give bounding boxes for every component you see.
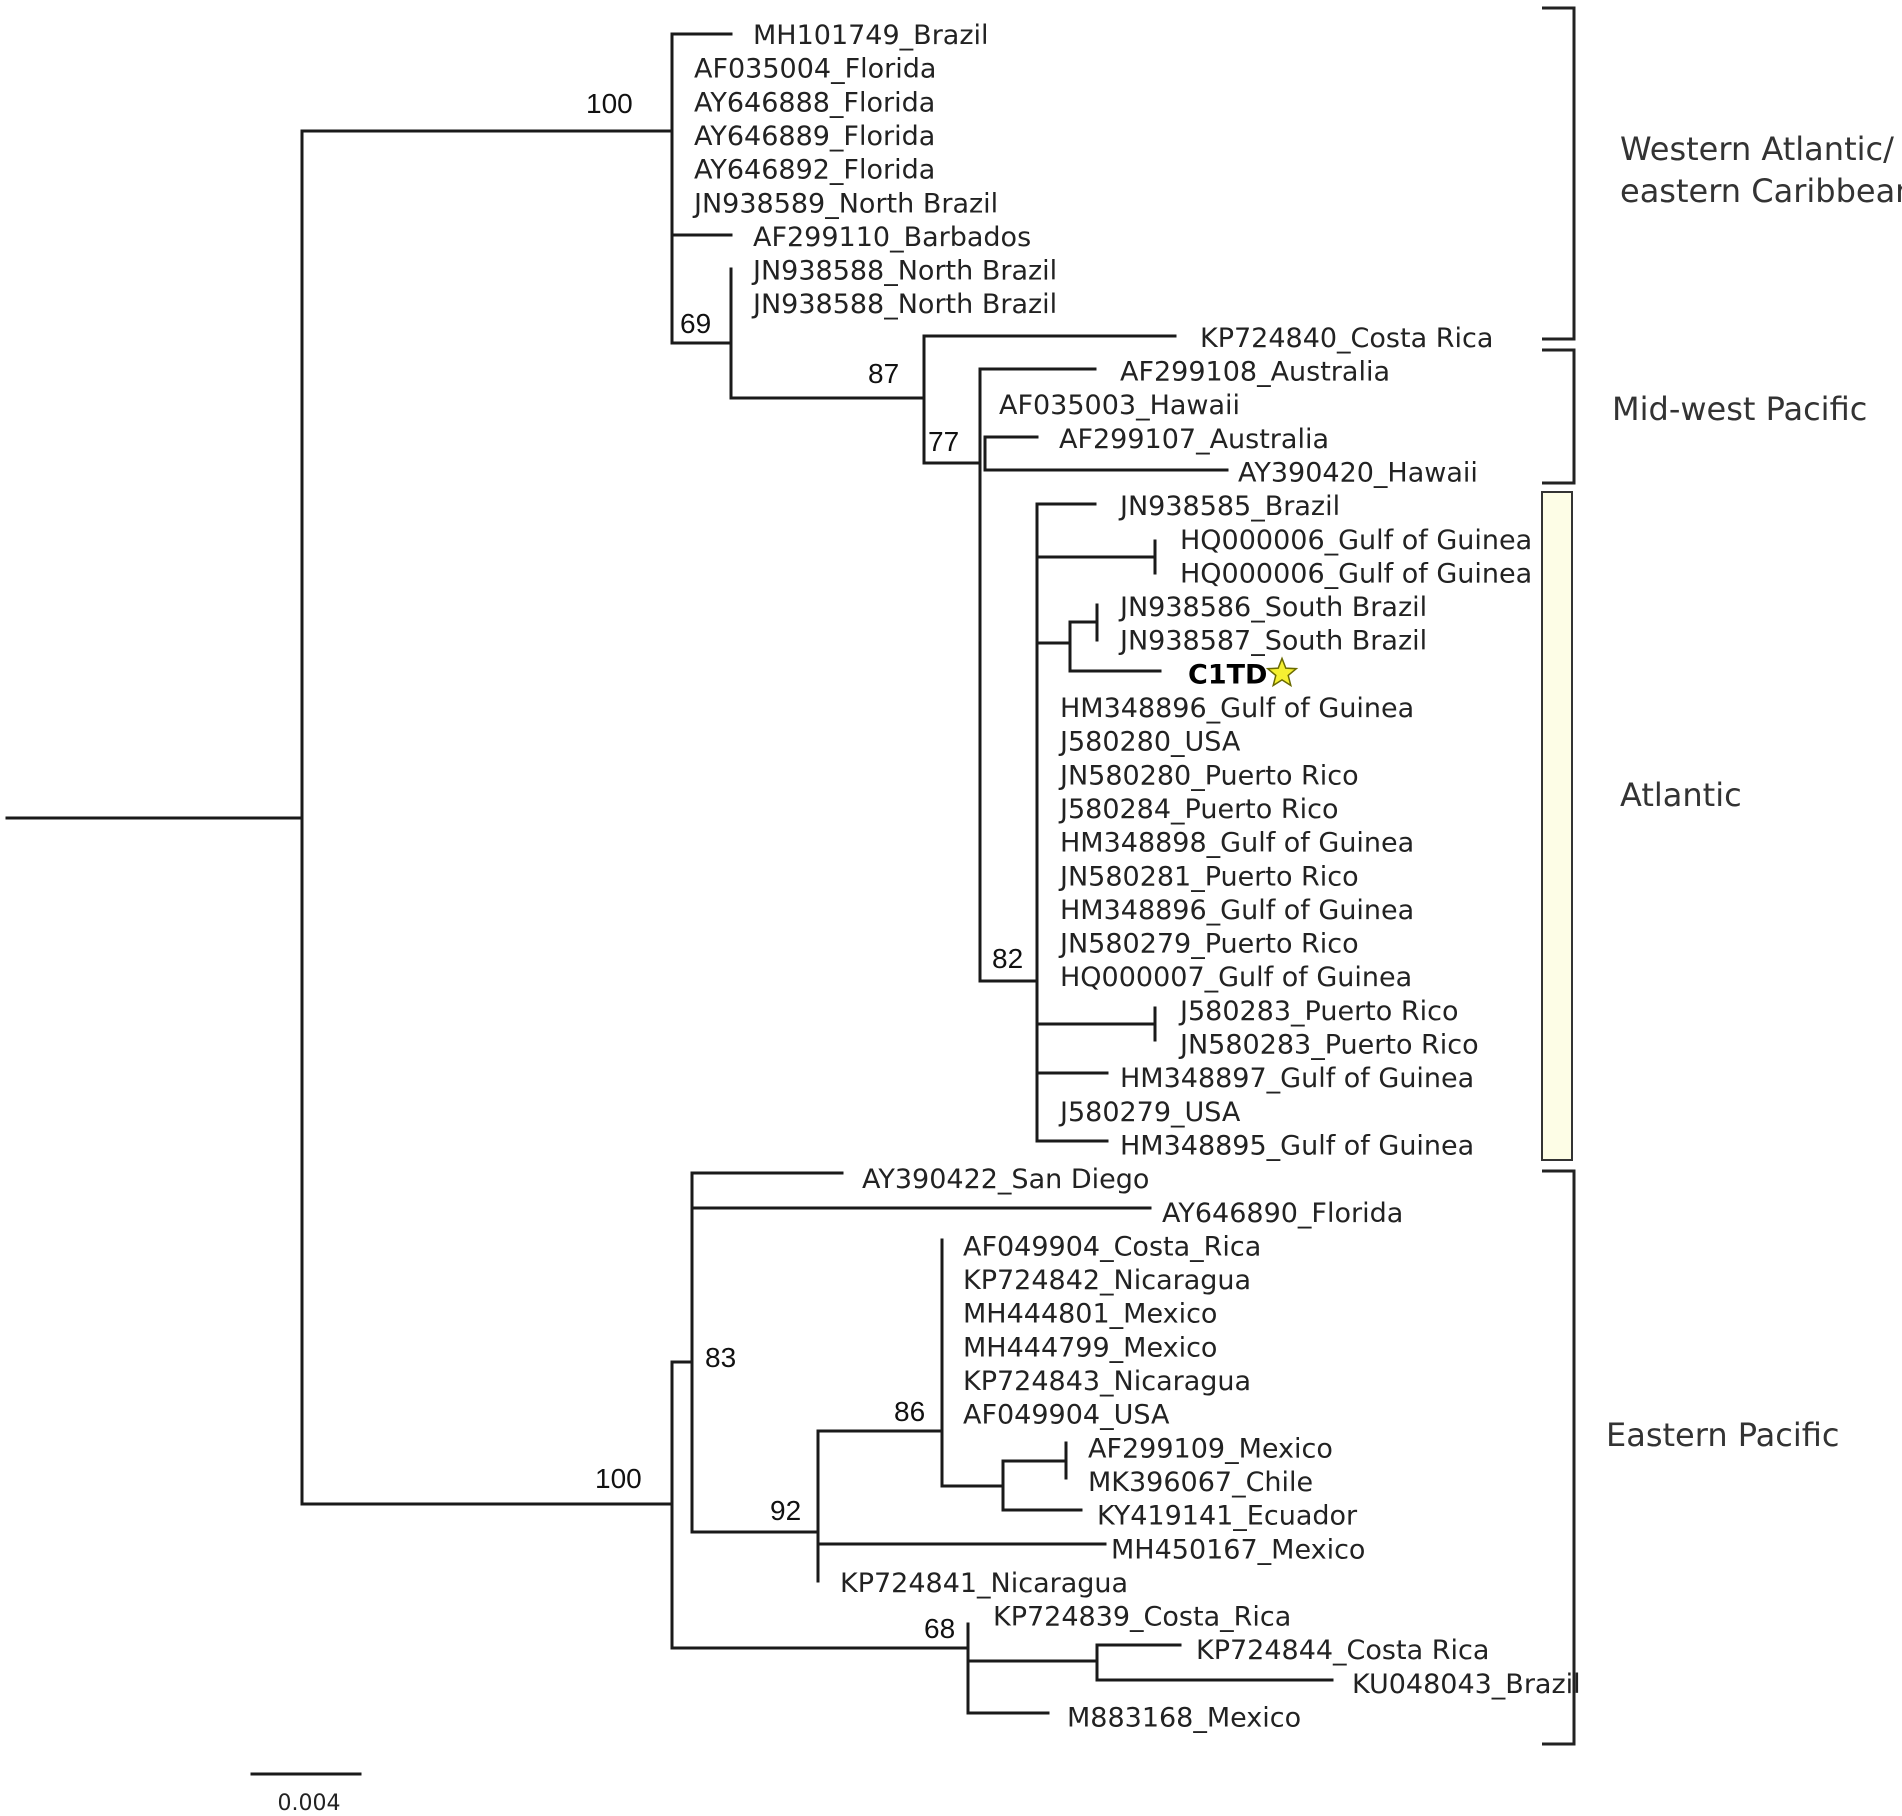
leaf-label: AY646890_Florida <box>1162 1198 1403 1229</box>
leaf-label: AF049904_USA <box>963 1400 1170 1431</box>
leaf-label: HQ000006_Gulf of Guinea <box>1180 558 1532 589</box>
leaf-label: AY390420_Hawaii <box>1238 457 1478 488</box>
leaf-label: HM348897_Gulf of Guinea <box>1120 1063 1474 1094</box>
leaf-label: JN938587_South Brazil <box>1118 626 1427 657</box>
leaf-label: JN580281_Puerto Rico <box>1058 861 1359 892</box>
leaf-label: AF299107_Australia <box>1059 424 1329 455</box>
support-value: 100 <box>595 1463 642 1494</box>
leaf-label: KU048043_Brazil <box>1352 1669 1581 1700</box>
leaf-label: AY390422_San Diego <box>862 1164 1149 1195</box>
leaf-label: MK396067_Chile <box>1088 1467 1313 1498</box>
leaf-label: HM348896_Gulf of Guinea <box>1060 693 1414 724</box>
leaf-label: HM348898_Gulf of Guinea <box>1060 828 1414 859</box>
leaf-label: MH444799_Mexico <box>963 1332 1217 1363</box>
support-value: 77 <box>928 426 959 457</box>
atlantic-band <box>1541 491 1573 1161</box>
clade-label: Eastern Pacific <box>1606 1416 1839 1454</box>
leaf-label: AF299108_Australia <box>1120 357 1390 388</box>
clade-label: Mid-west Pacific <box>1612 390 1867 428</box>
leaf-label: HQ000007_Gulf of Guinea <box>1060 962 1412 993</box>
leaf-label: AF035003_Hawaii <box>999 390 1240 421</box>
leaf-label: HQ000006_Gulf of Guinea <box>1180 525 1532 556</box>
leaf-label: MH450167_Mexico <box>1111 1534 1365 1565</box>
leaf-label: AF035004_Florida <box>694 54 936 85</box>
support-value: 87 <box>868 358 899 389</box>
clade-label: Western Atlantic/ <box>1620 130 1894 168</box>
leaf-label: HM348896_Gulf of Guinea <box>1060 895 1414 926</box>
support-value: 68 <box>924 1613 955 1644</box>
clade-label: Atlantic <box>1620 776 1742 814</box>
leaf-label: KP724843_Nicaragua <box>963 1366 1251 1397</box>
leaf-label: AY646888_Florida <box>694 87 935 118</box>
leaf-label: KP724842_Nicaragua <box>963 1265 1251 1296</box>
leaf-label: J580284_Puerto Rico <box>1058 794 1338 825</box>
leaf-label: AY646889_Florida <box>694 121 935 152</box>
leaf-label: J580279_USA <box>1058 1097 1241 1128</box>
clade-bracket <box>1542 1169 1576 1746</box>
leaf-label: JN580280_Puerto Rico <box>1058 760 1359 791</box>
support-value: 69 <box>680 308 711 339</box>
scale-bar-label: 0.004 <box>278 1791 341 1816</box>
leaf-label: AF299110_Barbados <box>753 222 1031 253</box>
leaf-label: JN938585_Brazil <box>1118 491 1340 522</box>
leaf-label: KP724840_Costa Rica <box>1200 323 1493 354</box>
leaf-label: J580280_USA <box>1058 727 1241 758</box>
clade-bracket <box>1542 6 1576 341</box>
support-value: 86 <box>894 1396 925 1427</box>
support-value: 100 <box>586 88 633 119</box>
leaf-label: MH101749_Brazil <box>753 20 989 51</box>
leaf-label: KP724839_Costa_Rica <box>993 1602 1291 1633</box>
support-value: 83 <box>705 1342 736 1373</box>
leaf-label: JN580279_Puerto Rico <box>1058 929 1359 960</box>
leaf-label: KP724844_Costa Rica <box>1196 1635 1489 1666</box>
leaf-label: JN938586_South Brazil <box>1118 592 1427 623</box>
leaf-label: JN938589_North Brazil <box>692 188 998 219</box>
star-icon <box>1265 656 1299 688</box>
support-value: 82 <box>992 943 1023 974</box>
leaf-label: J580283_Puerto Rico <box>1178 996 1458 1027</box>
leaf-label: HM348895_Gulf of Guinea <box>1120 1130 1474 1161</box>
leaf-label: M883168_Mexico <box>1067 1703 1301 1734</box>
leaf-label: AF299109_Mexico <box>1088 1433 1333 1464</box>
clade-bracket <box>1542 348 1576 485</box>
leaf-label: C1TD <box>1188 659 1267 690</box>
leaf-label: JN938588_North Brazil <box>751 256 1057 287</box>
clade-label: eastern Caribbean <box>1620 172 1902 210</box>
leaf-label: AY646892_Florida <box>694 155 935 186</box>
support-value: 92 <box>770 1495 801 1526</box>
leaf-label: JN580283_Puerto Rico <box>1178 1030 1479 1061</box>
leaf-label: AF049904_Costa_Rica <box>963 1231 1261 1262</box>
leaf-label: KY419141_Ecuador <box>1097 1501 1358 1532</box>
leaf-label: JN938588_North Brazil <box>751 289 1057 320</box>
leaf-label: KP724841_Nicaragua <box>840 1568 1128 1599</box>
leaf-label: MH444801_Mexico <box>963 1299 1217 1330</box>
